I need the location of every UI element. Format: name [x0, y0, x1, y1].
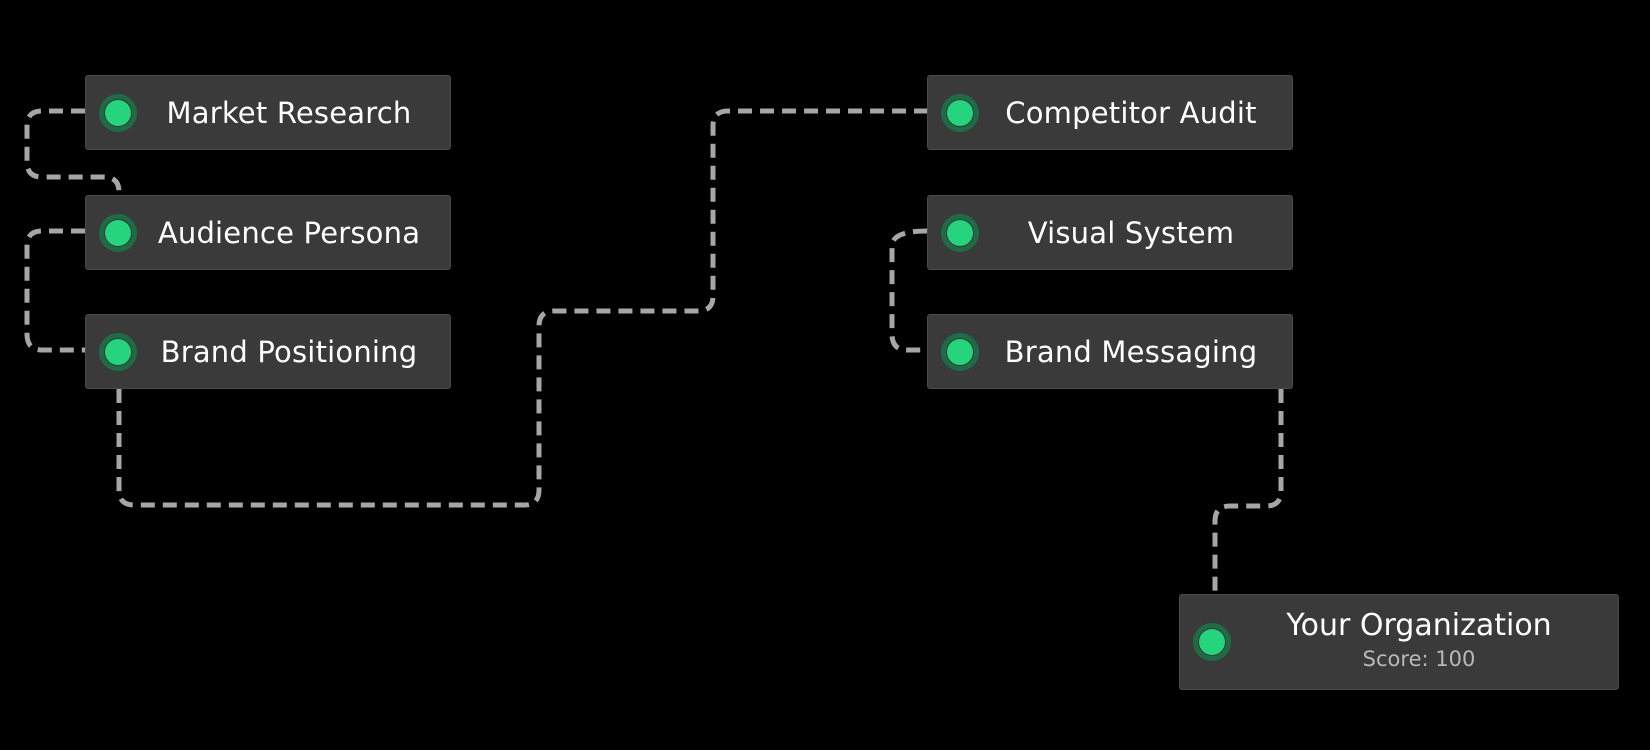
status-complete-icon — [99, 332, 137, 371]
edge-brand-messaging-to-your-organization — [1212, 389, 1284, 594]
status-complete-icon — [941, 93, 979, 132]
status-complete-icon — [941, 332, 979, 371]
node-your-organization[interactable]: Your Organization Score: 100 — [1179, 594, 1619, 690]
node-label: Audience Persona — [157, 215, 421, 250]
edge-audience-persona-to-brand-positioning — [24, 228, 85, 353]
node-label: Market Research — [166, 95, 412, 130]
node-label: Your Organization — [1286, 608, 1552, 643]
edge-visual-system-to-brand-messaging — [889, 228, 928, 353]
node-label-stack: Your Organization Score: 100 — [1240, 607, 1598, 673]
node-brand-messaging[interactable]: Brand Messaging — [927, 314, 1293, 389]
node-competitor-audit[interactable]: Competitor Audit — [927, 75, 1293, 150]
status-complete-icon — [1193, 623, 1231, 661]
edge-market-research-to-audience-persona — [24, 108, 122, 195]
status-complete-icon — [99, 93, 137, 132]
node-brand-positioning[interactable]: Brand Positioning — [85, 314, 451, 389]
status-complete-icon — [99, 213, 137, 252]
status-complete-icon — [941, 213, 979, 252]
score-text: Score: 100 — [1362, 647, 1476, 671]
edge-brand-positioning-to-competitor-audit — [116, 108, 927, 508]
node-visual-system[interactable]: Visual System — [927, 195, 1293, 270]
node-market-research[interactable]: Market Research — [85, 75, 451, 150]
node-label: Brand Positioning — [160, 334, 418, 369]
node-audience-persona[interactable]: Audience Persona — [85, 195, 451, 270]
node-label: Competitor Audit — [1005, 95, 1257, 130]
node-label: Visual System — [1027, 215, 1235, 250]
node-label: Brand Messaging — [1004, 334, 1258, 369]
